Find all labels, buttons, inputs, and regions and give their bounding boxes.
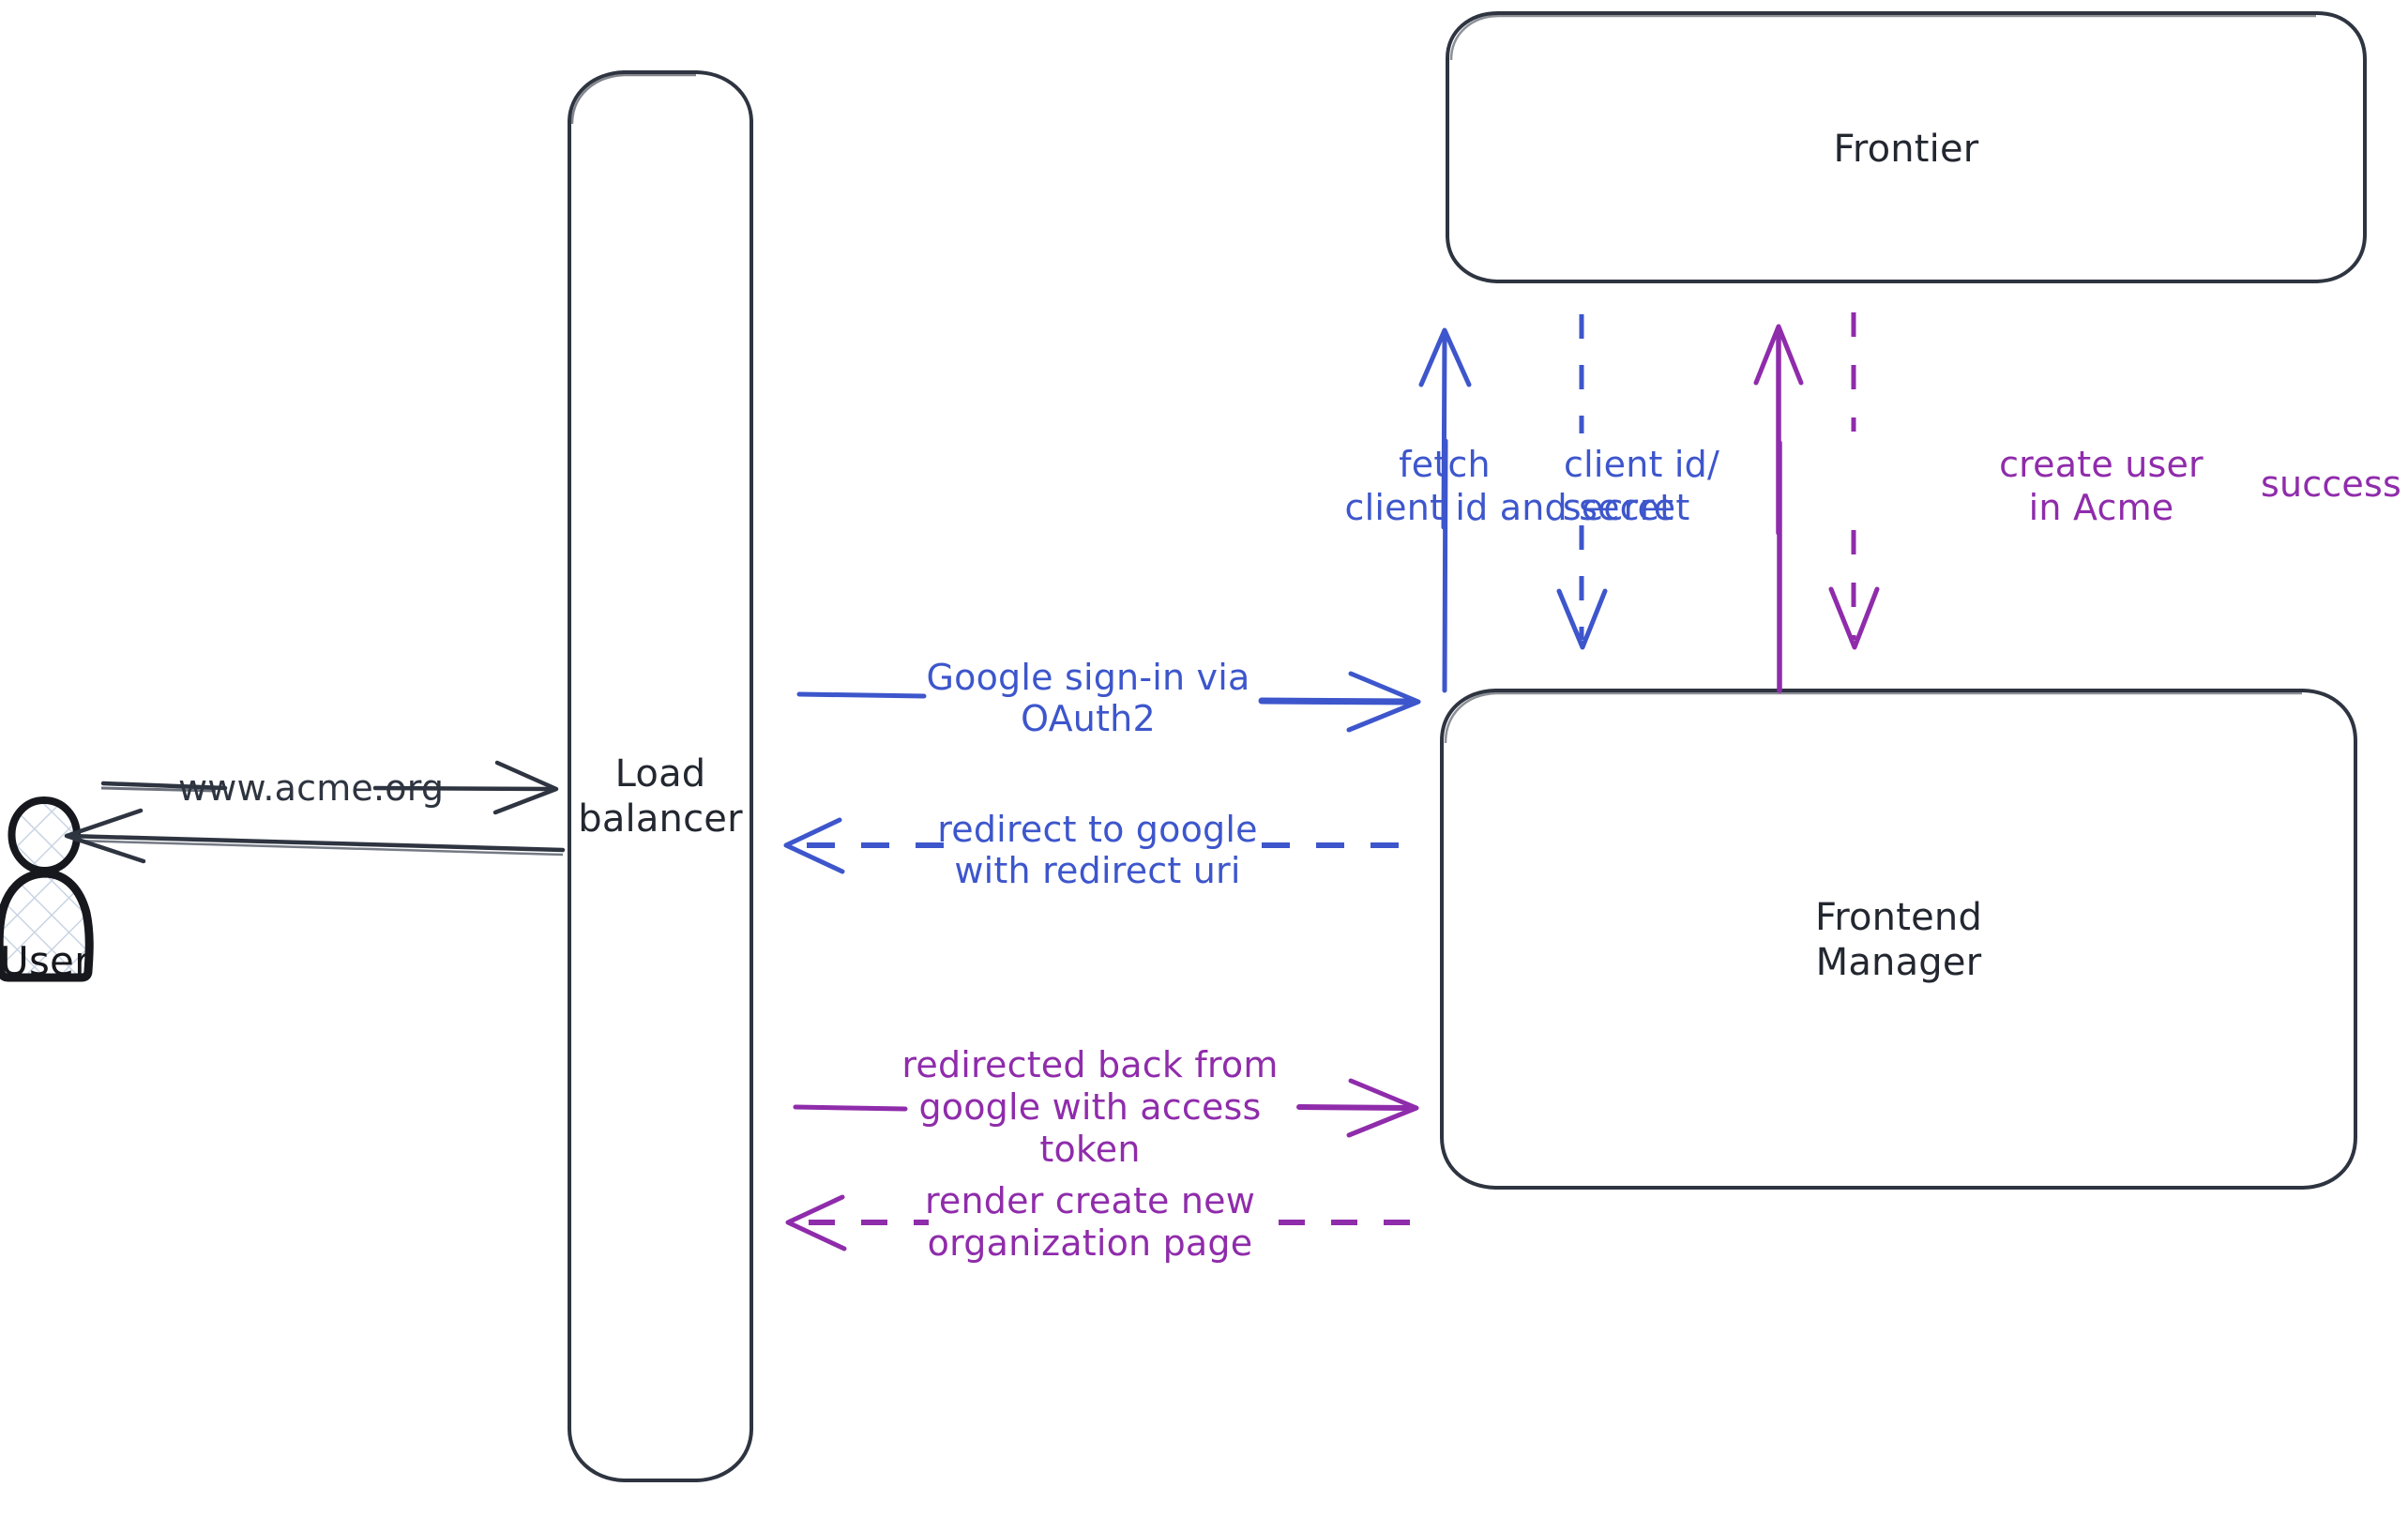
edge-user-to-load-balancer	[100, 760, 559, 815]
edge-load-balancer-to-user	[64, 808, 566, 864]
load-balancer-node[interactable]	[568, 70, 753, 1482]
edge-create-user-in-acme	[1753, 324, 1804, 693]
person-icon	[0, 796, 94, 982]
edge-client-id-secret	[1556, 314, 1608, 650]
edge-success	[1828, 312, 1880, 650]
frontier-node[interactable]	[1446, 11, 2367, 283]
edge-redirect-to-google	[783, 817, 1416, 874]
edge-render-create-org-page	[785, 1194, 1410, 1251]
edge-redirected-back-with-token	[793, 1078, 1419, 1138]
edge-google-signin-oauth2	[796, 671, 1421, 733]
edge-fetch-client-id-and-secret	[1418, 327, 1472, 693]
frontend-manager-node[interactable]	[1440, 689, 2357, 1190]
